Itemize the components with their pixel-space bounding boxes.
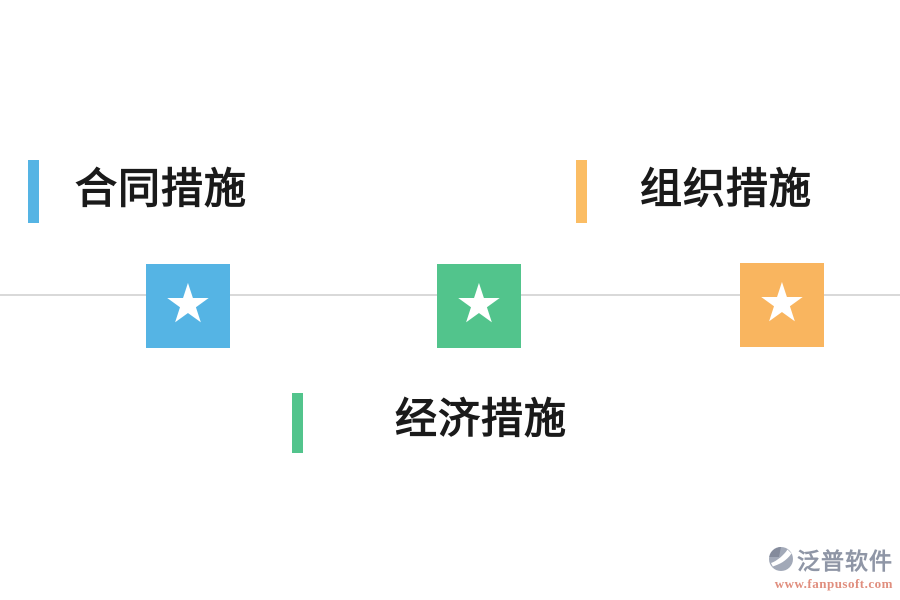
accent-bar-contract <box>28 160 39 223</box>
section-title-organization: 组织措施 <box>640 165 813 212</box>
timeline-node-green: ★ <box>437 264 521 348</box>
fanpu-logo-icon <box>769 547 793 571</box>
star-icon: ★ <box>757 273 807 333</box>
watermark-brand-text: 泛普软件 <box>797 548 893 574</box>
timeline-node-orange: ★ <box>740 263 824 347</box>
star-icon: ★ <box>454 274 504 334</box>
accent-bar-organization <box>576 160 587 223</box>
accent-bar-economic <box>292 393 303 453</box>
timeline-node-blue: ★ <box>146 264 230 348</box>
watermark-url-text: www.fanpusoft.com <box>774 576 893 591</box>
watermark: 泛普软件 www.fanpusoft.com <box>733 542 893 592</box>
section-title-contract: 合同措施 <box>75 165 248 212</box>
section-title-economic: 经济措施 <box>395 395 568 442</box>
star-icon: ★ <box>163 274 213 334</box>
